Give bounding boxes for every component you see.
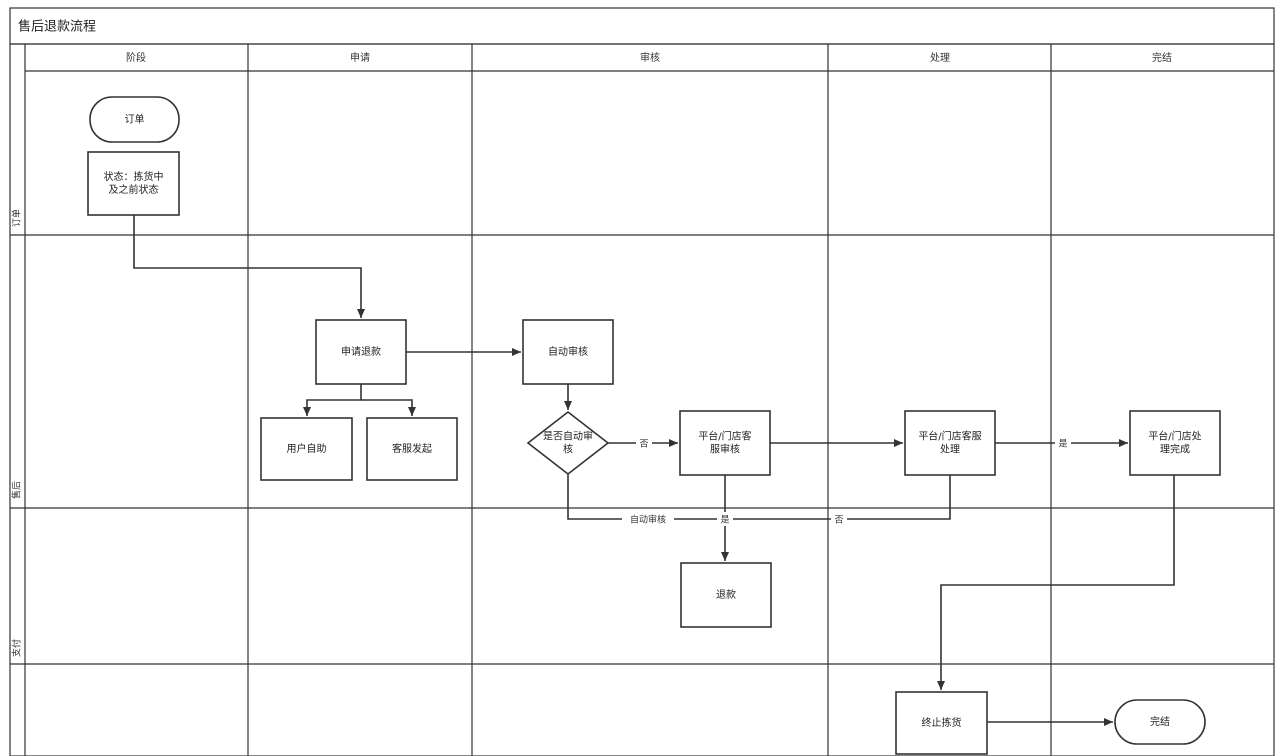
node-is-auto-review-label: 是否自动审核 (543, 430, 593, 456)
lane-label-aftersale: 售后 (11, 481, 23, 499)
edge-order-to-apply (133, 215, 365, 318)
node-user-self-label: 用户自助 (287, 442, 327, 455)
node-label-line: 服审核 (710, 443, 740, 456)
process-shape (522, 319, 614, 385)
node-label-line: 平台/门店处 (1148, 430, 1201, 443)
edge-label-no-handle: 否 (834, 515, 843, 526)
node-order-status-label: 状态：拣货中及之前状态 (104, 170, 164, 196)
edge-label-bg (717, 512, 733, 526)
terminator-shape (89, 96, 180, 143)
edge-label-auto-review-path: 自动审核 (630, 514, 666, 526)
edge-label-bg (1055, 436, 1071, 450)
node-stop-picking: 终止拣货 (895, 691, 988, 755)
process-shape (1129, 410, 1221, 476)
node-label-line: 退款 (716, 588, 736, 601)
process-shape (904, 410, 996, 476)
node-platform-cs-review: 平台/门店客服审核 (679, 410, 771, 476)
edge-label-yes-handle: 是 (1058, 439, 1067, 450)
node-cs-initiate-label: 客服发起 (392, 442, 432, 455)
node-stop-picking-label: 终止拣货 (922, 716, 962, 729)
node-label-line: 状态：拣货中 (104, 170, 164, 183)
node-user-self: 用户自助 (260, 417, 353, 481)
node-auto-review: 自动审核 (522, 319, 614, 385)
pool-frame (9, 43, 1275, 756)
node-refund-label: 退款 (716, 588, 736, 601)
node-label-line: 是否自动审 (543, 430, 593, 443)
column-header-stage: 阶段 (126, 51, 146, 64)
node-label-line: 平台/门店客 (698, 430, 751, 443)
node-order-status: 状态：拣货中及之前状态 (87, 151, 180, 216)
node-apply-refund-label: 申请退款 (341, 345, 381, 358)
diagram-title: 售后退款流程 (18, 19, 96, 35)
node-platform-done-label: 平台/门店处理完成 (1148, 430, 1201, 456)
process-shape (680, 562, 772, 628)
pool-grid (9, 43, 1275, 756)
lane-label-order: 订单 (11, 209, 23, 227)
node-platform-cs-review-label: 平台/门店客服审核 (698, 430, 751, 456)
node-label-line: 核 (563, 443, 573, 456)
node-label-line: 平台/门店客服 (918, 430, 981, 443)
lane-label-payment: 支付 (11, 639, 23, 657)
edge-apply-to-userself (303, 384, 362, 416)
process-shape (260, 417, 353, 481)
node-apply-refund: 申请退款 (315, 319, 407, 385)
node-order: 订单 (89, 96, 180, 143)
node-auto-review-label: 自动审核 (548, 345, 588, 358)
node-platform-cs-handle-label: 平台/门店客服处理 (918, 430, 981, 456)
node-cs-initiate: 客服发起 (366, 417, 458, 481)
node-label-line: 处理 (940, 444, 960, 456)
title-bar (9, 7, 1275, 45)
process-shape (315, 319, 407, 385)
process-shape (366, 417, 458, 481)
edge-apply-to-csinitiate (361, 399, 416, 416)
column-header-complete: 完结 (1152, 51, 1172, 64)
edge-decision-bottom-loop (567, 474, 951, 520)
node-is-auto-review: 是否自动审核 (526, 410, 610, 476)
node-platform-done: 平台/门店处理完成 (1129, 410, 1221, 476)
node-label-line: 客服发起 (392, 442, 432, 455)
node-label-line: 申请退款 (341, 345, 381, 358)
node-label-line: 及之前状态 (109, 183, 159, 196)
column-header-process: 处理 (930, 52, 950, 64)
node-label-line: 自动审核 (548, 345, 588, 358)
process-shape (87, 151, 180, 216)
node-finished-label: 完结 (1150, 715, 1170, 728)
edge-label-bg (636, 436, 652, 450)
node-label-line: 完结 (1150, 715, 1170, 728)
node-order-label: 订单 (125, 114, 145, 126)
decision-shape (526, 410, 610, 476)
column-header-apply: 申请 (350, 51, 370, 64)
node-refund: 退款 (680, 562, 772, 628)
node-finished: 完结 (1114, 699, 1206, 745)
process-shape (895, 691, 988, 755)
terminator-shape (1114, 699, 1206, 745)
edge-label-no-decision: 否 (639, 439, 648, 450)
column-header-review: 审核 (640, 51, 660, 64)
edge-label-yes-refund: 是 (720, 515, 729, 526)
node-label-line: 订单 (125, 114, 145, 126)
node-label-line: 用户自助 (287, 442, 327, 455)
process-shape (679, 410, 771, 476)
node-platform-cs-handle: 平台/门店客服处理 (904, 410, 996, 476)
edge-done-to-stoppicking (937, 475, 1175, 690)
edge-label-bg (622, 512, 674, 526)
node-label-line: 终止拣货 (922, 716, 962, 729)
edge-label-bg (831, 512, 847, 526)
node-label-line: 理完成 (1160, 443, 1190, 456)
